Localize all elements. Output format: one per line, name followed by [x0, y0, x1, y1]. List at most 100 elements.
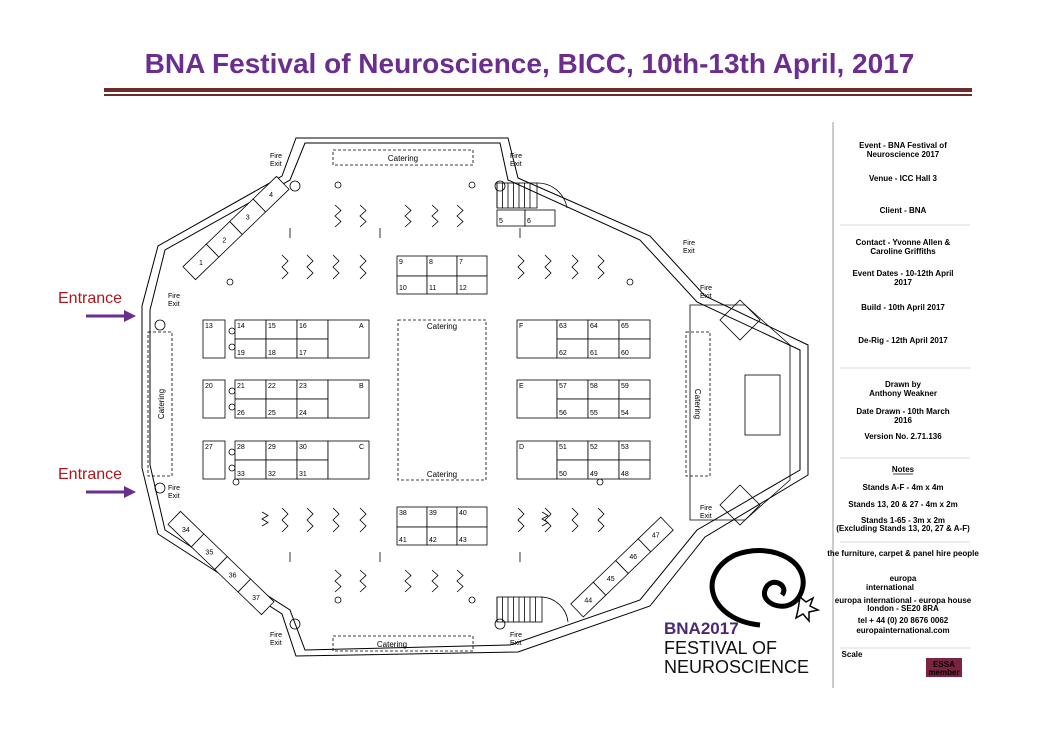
bna-spark-icon [794, 595, 821, 624]
info-dates-line: Event Dates - 10-12th April [852, 269, 953, 278]
stand-number: 9 [399, 259, 403, 266]
pillar [494, 180, 506, 192]
stage-diamond [719, 299, 761, 341]
seating-zigzag [517, 507, 525, 533]
stand-number: 65 [621, 323, 629, 330]
stand [516, 319, 558, 359]
stand-number: 20 [205, 383, 213, 390]
seating-zigzag [571, 254, 579, 280]
stand [202, 319, 226, 359]
stand-number: 11 [429, 285, 436, 292]
stand-number: 44 [584, 598, 592, 605]
fire-exit-label: Fire [270, 632, 282, 639]
stand-number: 10 [399, 285, 407, 292]
stand [456, 526, 488, 546]
stand-number: 25 [268, 410, 276, 417]
stand-marker [228, 343, 236, 351]
seating-zigzag [404, 204, 412, 228]
stand [618, 459, 651, 480]
title-rule [104, 88, 972, 92]
seating-zigzag [541, 511, 549, 527]
stand-number: 41 [399, 537, 407, 544]
column [596, 478, 604, 486]
stand-number: 12 [459, 285, 467, 292]
stand [327, 440, 370, 480]
stand-number: 7 [459, 259, 463, 266]
europa-address1: europa international - europa house [835, 596, 972, 605]
stand [456, 275, 488, 295]
essa-badge [926, 658, 962, 677]
stand-number: 57 [559, 383, 567, 390]
stand-number: 29 [268, 444, 276, 451]
info-client: Client - BNA [880, 206, 927, 215]
stand-number: 50 [559, 471, 567, 478]
seating-zigzag [359, 507, 367, 533]
stand-number: 46 [629, 554, 637, 561]
info-event-line: Event - BNA Festival of [859, 141, 947, 150]
stand-number: 59 [621, 383, 629, 390]
stand [327, 319, 370, 359]
fire-exit-label: Exit [683, 248, 695, 255]
seating-zigzag [306, 507, 314, 533]
stand-number: 27 [205, 444, 213, 451]
stand-number: 45 [607, 576, 615, 583]
pillar [154, 482, 166, 494]
column [334, 596, 342, 604]
seating-zigzag [597, 507, 605, 533]
stand-number: 21 [237, 383, 245, 390]
stand-number: 13 [205, 323, 213, 330]
info-note2: Stands 13, 20 & 27 - 4m x 2m [848, 500, 957, 509]
stand-number: F [519, 323, 523, 330]
stand [637, 516, 674, 553]
stand-number: 56 [559, 410, 567, 417]
seating-zigzag [359, 569, 367, 593]
stand-number: 55 [590, 410, 598, 417]
entrance-label: Entrance [58, 466, 122, 483]
stand-number: 38 [399, 510, 407, 517]
stand-number: 33 [237, 471, 245, 478]
seating-zigzag [597, 254, 605, 280]
stand [237, 578, 275, 616]
fire-exit-label: Exit [168, 493, 180, 500]
info-scale: Scale [842, 650, 863, 659]
info-event-line: Neuroscience 2017 [867, 150, 940, 159]
stand-number: 61 [590, 350, 598, 357]
stand-marker [228, 403, 236, 411]
stand-number: 60 [621, 350, 629, 357]
stand-number: 26 [237, 410, 245, 417]
catering-label: Catering [377, 640, 407, 649]
hall-outline [149, 142, 801, 651]
info-note3-sub: (Excluding Stands 13, 20, 27 & A-F) [836, 524, 970, 533]
stand-marker [228, 387, 236, 395]
stage-diamond [719, 484, 761, 526]
seating-zigzag [456, 569, 464, 593]
stand-number: 19 [237, 350, 245, 357]
entrance-arrow-head [124, 310, 136, 322]
stand-number: 40 [459, 510, 467, 517]
info-notes-heading: Notes [892, 465, 915, 474]
seating-zigzag [544, 254, 552, 280]
stand-number: 4 [269, 192, 273, 199]
stand-number: 15 [268, 323, 276, 330]
stand-number: 5 [499, 218, 503, 225]
stand-number: 24 [299, 410, 307, 417]
fire-exit-label: Exit [510, 161, 522, 168]
stand-number: 58 [590, 383, 598, 390]
stand-number: 6 [527, 218, 531, 225]
fire-exit-label: Exit [270, 640, 282, 647]
info-dates-line: 2017 [894, 278, 912, 287]
info-drawn-line: Drawn by [885, 380, 922, 389]
catering-label: Catering [388, 154, 418, 163]
column [468, 596, 476, 604]
stand-number: 52 [590, 444, 598, 451]
stand-number: A [359, 323, 364, 330]
stand-number: 63 [559, 323, 567, 330]
essa-badge-line1: ESSA [933, 660, 955, 669]
info-note3: Stands 1-65 - 3m x 2m [861, 516, 945, 525]
fire-exit-label: Fire [270, 153, 282, 160]
pillar [289, 618, 301, 630]
stand-number: 36 [229, 572, 237, 579]
seating-zigzag [404, 569, 412, 593]
